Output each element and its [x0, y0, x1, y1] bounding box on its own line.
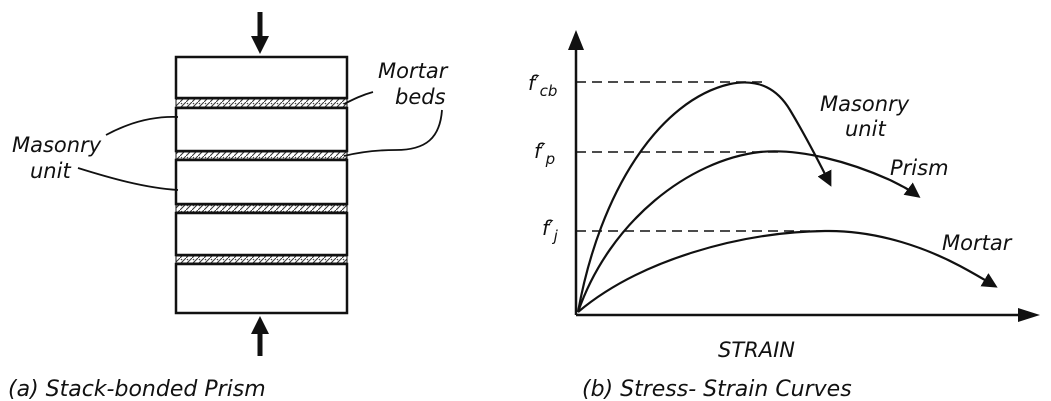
masonry-leader-line-1: [105, 116, 179, 136]
panel-a-stack-bonded-prism: Mortar beds Masonry unit (a) Stack-bonde…: [8, 12, 449, 401]
mortar-bed-1: [175, 98, 348, 108]
level-label-fj: f′j: [542, 216, 559, 245]
mortar-beds-label-line1: Mortar: [378, 59, 449, 83]
mortar-bed-2: [175, 151, 348, 160]
masonry-unit-4: [174, 211, 349, 257]
masonry-unit-2: [174, 106, 349, 153]
mortar-leader-line-2: [343, 109, 443, 157]
mortar-bed-4: [175, 255, 348, 264]
masonry-leader-line-2: [77, 167, 179, 191]
masonry-unit-1: [174, 55, 349, 100]
masonry-unit-label-line2: unit: [30, 159, 71, 183]
masonry-unit-5: [174, 262, 349, 315]
bottom-load-arrow-icon: [251, 316, 269, 356]
level-label-fcb: f′cb: [528, 71, 557, 100]
curve-mortar: [577, 229, 998, 313]
curve-label-mortar: Mortar: [942, 231, 1013, 255]
x-axis-arrow-icon: [1018, 308, 1040, 322]
panel-b-stress-strain-chart: f′cb f′p f′j Masonry unit Prism Mortar S…: [528, 30, 1040, 401]
top-load-arrow-icon: [251, 12, 269, 54]
masonry-unit-label-line1: Masonry: [12, 133, 102, 157]
curve-label-masonry-line1: Masonry: [820, 92, 910, 116]
mortar-leader-line-1: [343, 91, 374, 105]
x-axis-label: STRAIN: [718, 338, 795, 362]
caption-a: (a) Stack-bonded Prism: [8, 377, 266, 401]
curve-masonry-unit: [576, 81, 832, 313]
curve-label-prism: Prism: [890, 156, 949, 180]
curve-prism: [576, 150, 921, 313]
mortar-beds-label-line2: beds: [395, 85, 446, 109]
caption-b: (b) Stress- Strain Curves: [582, 377, 852, 401]
mortar-bed-3: [175, 204, 348, 213]
level-label-fp: f′p: [534, 139, 555, 168]
y-axis-arrow-icon: [568, 30, 584, 50]
masonry-unit-3: [174, 158, 349, 206]
curve-label-masonry-line2: unit: [845, 117, 886, 141]
